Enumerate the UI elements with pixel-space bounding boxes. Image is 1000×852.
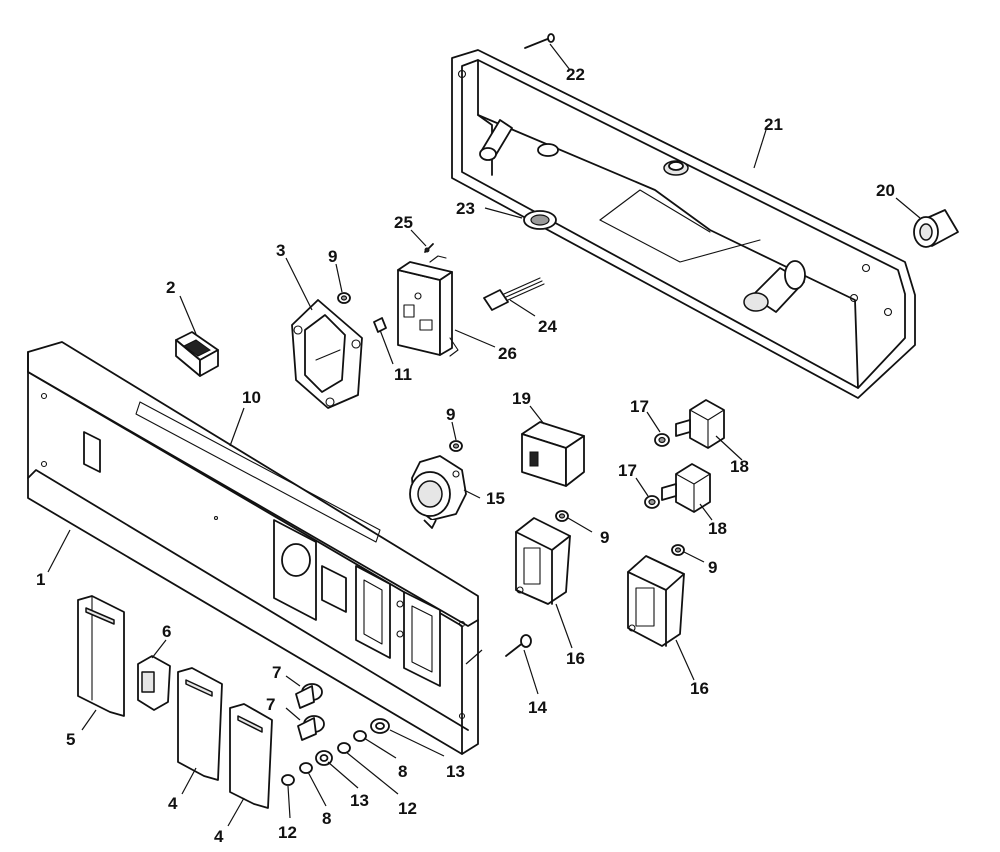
screw-part-25	[424, 243, 434, 253]
pin-part-11	[373, 317, 387, 333]
breaker-parts-17-18	[644, 399, 725, 513]
callout-9-c: 9	[600, 528, 609, 547]
callout-26: 26	[498, 344, 517, 363]
callout-19: 19	[512, 389, 531, 408]
switch-part-19	[521, 421, 585, 487]
callout-12-b: 12	[278, 823, 297, 842]
twist-lock-receptacle-part-15	[409, 455, 467, 529]
nut-washer-parts	[281, 718, 390, 786]
callout-12-a: 12	[398, 799, 417, 818]
screw-part-22	[524, 33, 555, 49]
callout-2: 2	[166, 278, 175, 297]
grommet-part-23	[523, 210, 557, 230]
callout-20: 20	[876, 181, 895, 200]
callout-24: 24	[538, 317, 557, 336]
wire-connector-part-24	[483, 277, 545, 311]
callout-22: 22	[566, 65, 585, 84]
rear-housing-part	[451, 49, 916, 399]
knob-part-20	[913, 209, 959, 248]
callout-23: 23	[456, 199, 475, 218]
callout-25: 25	[394, 213, 413, 232]
callout-21: 21	[764, 115, 783, 134]
callout-13-b: 13	[350, 791, 369, 810]
callout-8-b: 8	[322, 809, 331, 828]
callout-17-a: 17	[630, 397, 649, 416]
callout-13-a: 13	[446, 762, 465, 781]
callout-18-b: 18	[708, 519, 727, 538]
callout-labels: 1 2 3 9 10 11 25 23 26 24 22 21 20 9 15 …	[36, 65, 895, 846]
callout-7-a: 7	[272, 663, 281, 682]
leader-lines	[47, 43, 921, 827]
cap-part-7	[295, 683, 325, 741]
callout-1: 1	[36, 570, 45, 589]
callout-9-d: 9	[708, 558, 717, 577]
callout-14: 14	[528, 698, 547, 717]
callout-5: 5	[66, 730, 75, 749]
gfci-receptacle-part-16	[515, 517, 685, 647]
callout-8-a: 8	[398, 762, 407, 781]
bolt-part-14	[505, 634, 532, 657]
callout-16-b: 16	[690, 679, 709, 698]
front-panel-part-1	[27, 341, 479, 755]
callout-6: 6	[162, 622, 171, 641]
bracket-part-3	[291, 299, 363, 409]
rocker-switch-part-2	[175, 331, 219, 377]
callout-16-a: 16	[566, 649, 585, 668]
switch-part-6	[137, 655, 171, 711]
callout-15: 15	[486, 489, 505, 508]
circuit-board-part-26	[397, 255, 459, 357]
callout-4-b: 4	[214, 827, 224, 846]
callout-9-a: 9	[328, 247, 337, 266]
callout-9-b: 9	[446, 405, 455, 424]
callout-7-b: 7	[266, 695, 275, 714]
callout-3: 3	[276, 241, 285, 260]
callout-4-a: 4	[168, 794, 178, 813]
callout-18-a: 18	[730, 457, 749, 476]
callout-11: 11	[394, 365, 412, 384]
callout-17-b: 17	[618, 461, 637, 480]
receptacle-cover-parts	[77, 595, 273, 809]
washer-part-9	[337, 292, 685, 556]
callout-10: 10	[242, 388, 261, 407]
